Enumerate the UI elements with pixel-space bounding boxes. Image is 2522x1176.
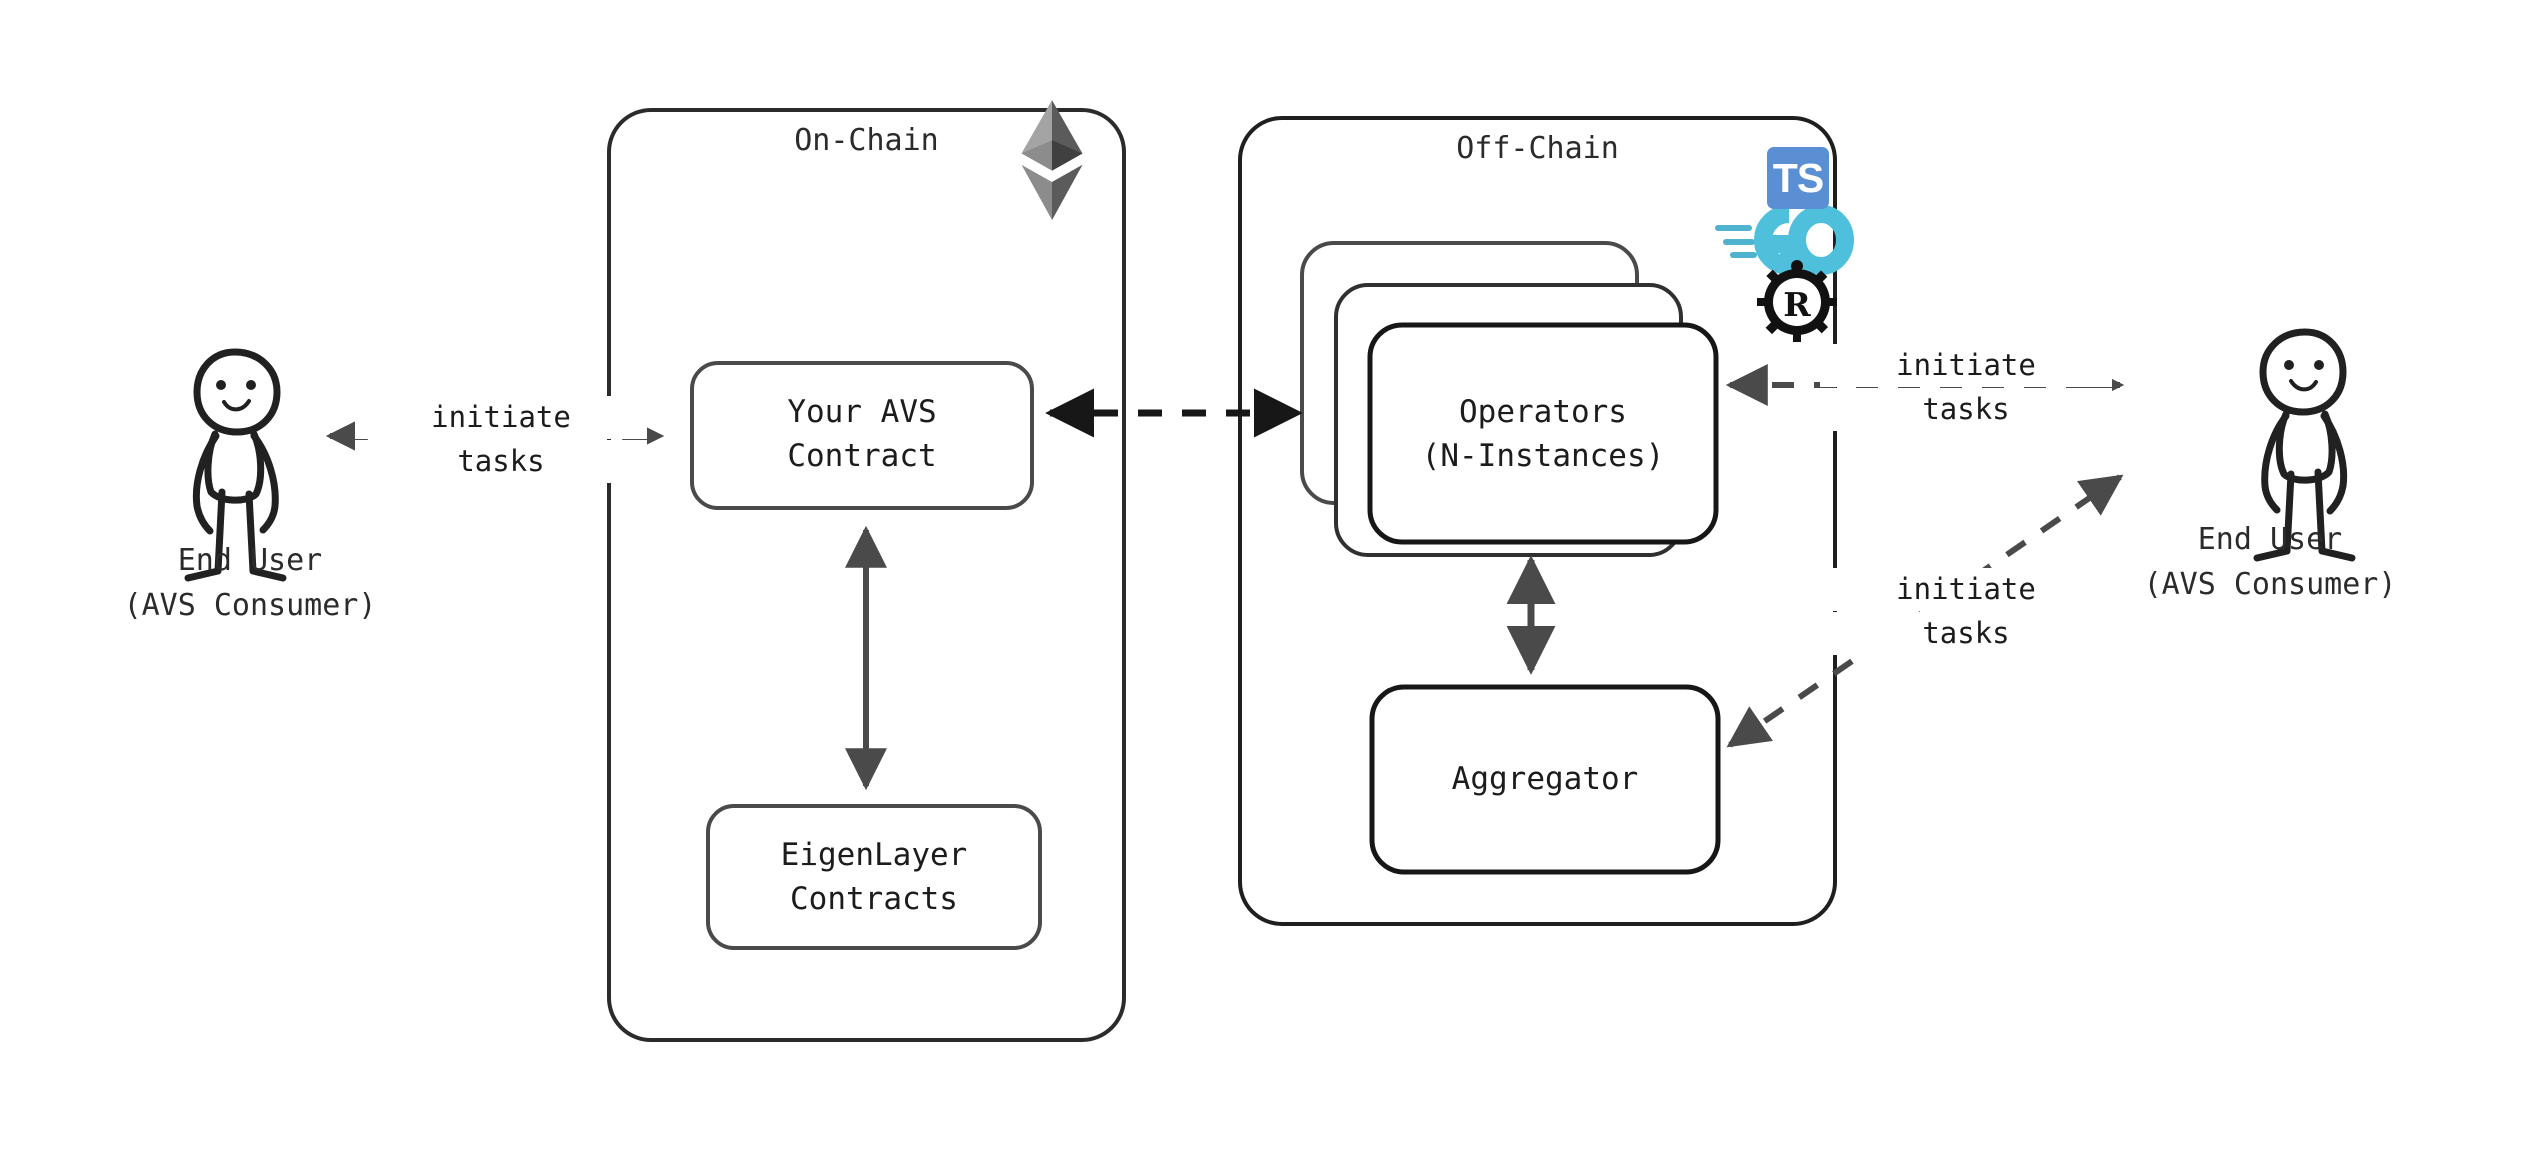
- box-aggregator[interactable]: [1369, 684, 1721, 875]
- panel-title-off-chain: Off-Chain: [1456, 131, 1619, 166]
- edge-label-user-to-avs-line1: initiate: [355, 396, 647, 440]
- box-label-avs-contract-line2: Contract: [787, 438, 937, 474]
- box-label-eigenlayer-line2: Contracts: [790, 881, 958, 917]
- box-eigenlayer-contracts[interactable]: [706, 804, 1042, 950]
- svg-text:R: R: [1783, 285, 1811, 324]
- stick-figure-right-user: [2253, 328, 2356, 562]
- actor-label-right-user-line2: (AVS Consumer): [2143, 567, 2397, 602]
- actor-label-left-user-line2: (AVS Consumer): [123, 588, 377, 623]
- box-label-aggregator: Aggregator: [1451, 761, 1639, 797]
- ethereum-logo: [1021, 100, 1083, 220]
- actor-label-right-user-line1: End User: [2197, 522, 2343, 557]
- box-label-operators-line2: (N-Instances): [1421, 438, 1665, 474]
- box-operators[interactable]: [1367, 322, 1719, 545]
- edge-label-aggregator-to-user-line2: tasks: [1820, 612, 2112, 656]
- go-logo: [1715, 205, 1854, 276]
- box-label-eigenlayer-line1: EigenLayer: [780, 837, 968, 873]
- edge-label-user-to-avs-line2: tasks: [355, 440, 647, 484]
- edge-label-operators-to-user-line1: initiate: [1820, 344, 2112, 388]
- box-label-operators-line1: Operators: [1459, 394, 1627, 430]
- box-label-avs-contract-line1: Your AVS: [787, 394, 937, 430]
- edge-aggregator-to-right-user: [1726, 474, 2124, 748]
- edge-label-operators-to-user-line2: tasks: [1820, 388, 2112, 432]
- panel-title-on-chain: On-Chain: [794, 123, 939, 158]
- edge-label-aggregator-to-user-line1: initiate: [1820, 568, 2112, 612]
- box-avs-contract[interactable]: [690, 361, 1034, 510]
- actor-label-left-user-line1: End User: [177, 543, 323, 578]
- typescript-logo: TS: [1767, 147, 1829, 209]
- stick-figure-left-user: [184, 348, 287, 582]
- rust-logo: R: [1757, 260, 1837, 342]
